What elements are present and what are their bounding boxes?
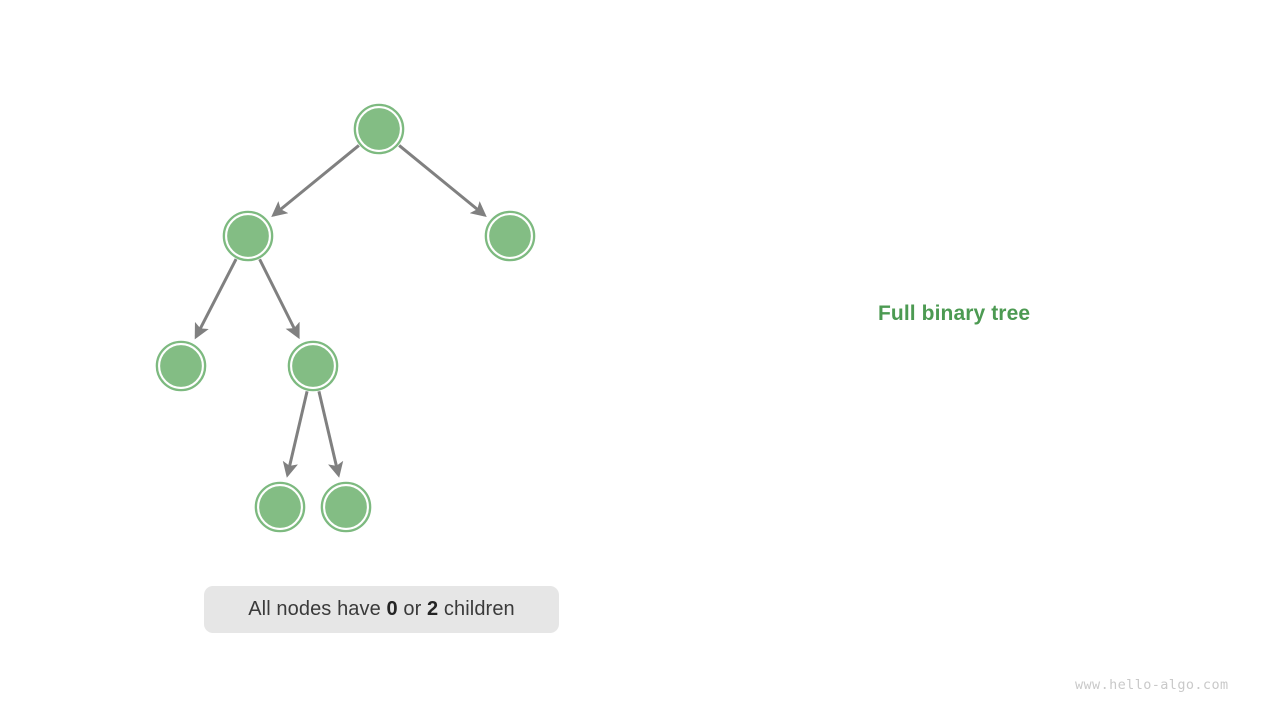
tree-node-inner-ring: [225, 213, 271, 259]
tree-node-inner-ring: [158, 343, 204, 389]
watermark: www.hello-algo.com: [1075, 677, 1229, 693]
tree-node-root[interactable]: [353, 103, 405, 155]
tree-node-n-left-right[interactable]: [287, 340, 339, 392]
tree-edge-n-left-to-n-left-right: [258, 258, 300, 340]
tree-node-n-right[interactable]: [484, 210, 536, 262]
node-layer: [155, 103, 536, 533]
caption-suffix: children: [438, 598, 515, 620]
caption-middle: or: [397, 598, 428, 620]
tree-node-n-left-left[interactable]: [155, 340, 207, 392]
tree-node-n-left[interactable]: [222, 210, 274, 262]
caption-bold-zero: 0: [386, 598, 398, 620]
caption-prefix: All nodes have: [248, 598, 387, 620]
tree-node-inner-ring: [257, 484, 303, 530]
page-title: Full binary tree: [878, 302, 1031, 325]
tree-edge-n-left-right-to-n-leaf-b: [317, 390, 344, 478]
tree-edge-root-to-n-right: [398, 144, 487, 218]
tree-node-n-leaf-b[interactable]: [320, 481, 372, 533]
tree-node-n-leaf-a[interactable]: [254, 481, 306, 533]
tree-node-inner-ring: [487, 213, 533, 259]
tree-edge-n-left-to-n-left-left: [194, 258, 238, 340]
tree-node-inner-ring: [323, 484, 369, 530]
edge-layer: [194, 144, 487, 478]
tree-edge-root-to-n-left: [271, 144, 360, 218]
tree-edge-n-left-right-to-n-leaf-a: [282, 390, 309, 478]
caption-bold-two: 2: [427, 598, 439, 620]
caption-text: All nodes have 0 or 2 children: [248, 598, 515, 621]
tree-node-inner-ring: [356, 106, 402, 152]
caption-box: All nodes have 0 or 2 children: [204, 586, 559, 633]
tree-node-inner-ring: [290, 343, 336, 389]
